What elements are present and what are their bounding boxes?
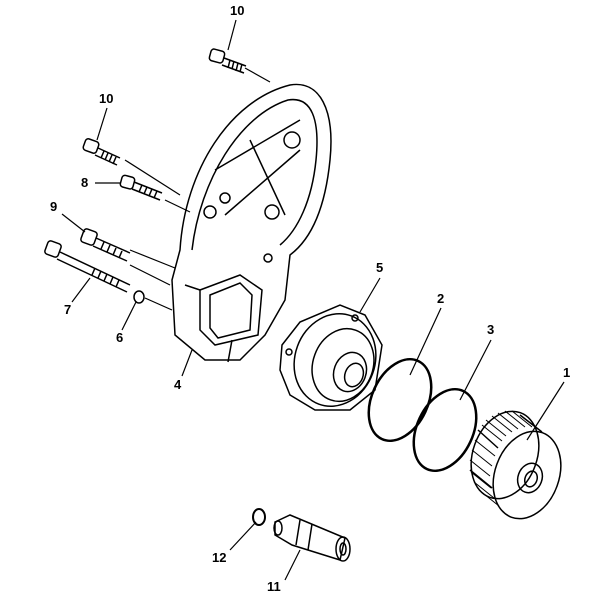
bolt-8 — [119, 174, 163, 201]
callout-4: 4 — [174, 377, 182, 392]
bolt-10-left — [82, 138, 121, 166]
oil-pump-5 — [279, 304, 383, 411]
callout-11: 11 — [267, 579, 281, 594]
leader-lines — [61, 19, 565, 581]
o-ring-3 — [412, 388, 478, 472]
callout-6: 6 — [116, 330, 124, 345]
bolt-10-top — [208, 48, 247, 74]
callout-9: 9 — [50, 199, 58, 214]
callout-5: 5 — [376, 260, 384, 275]
o-ring-2 — [367, 358, 433, 442]
callout-10-left: 10 — [99, 91, 114, 106]
callout-7: 7 — [64, 302, 72, 317]
bolt-9 — [80, 228, 131, 262]
callout-8: 8 — [81, 175, 89, 190]
oil-pipe-11 — [273, 514, 351, 562]
callout-10-top: 10 — [230, 3, 245, 18]
callout-3: 3 — [487, 322, 495, 337]
callout-12: 12 — [212, 550, 227, 565]
bolt-7 — [44, 240, 131, 293]
callout-1: 1 — [563, 365, 571, 380]
callout-2: 2 — [437, 291, 445, 306]
washer-6 — [133, 290, 145, 304]
pump-cover-4 — [171, 83, 332, 363]
oil-filter-1 — [469, 410, 562, 520]
o-ring-12 — [252, 508, 266, 526]
